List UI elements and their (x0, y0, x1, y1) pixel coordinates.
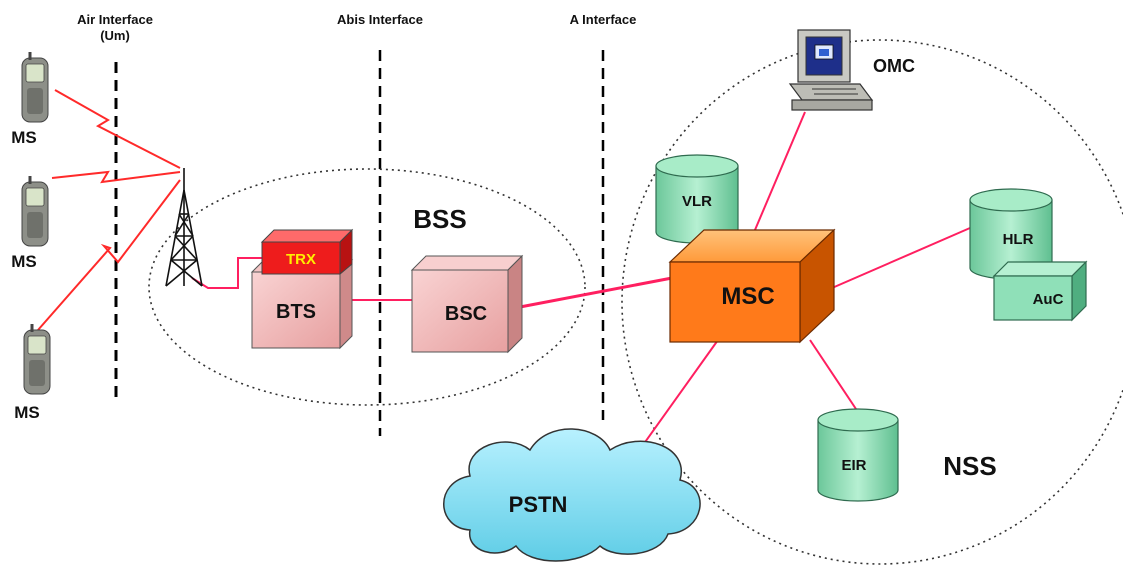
bsc-box (410, 254, 524, 354)
link-omc-msc (751, 111, 806, 238)
pstn-cloud (443, 428, 701, 562)
trx-box (260, 228, 354, 276)
abis-interface-label: Abis Interface (337, 12, 423, 27)
eir-label: EIR (841, 457, 866, 474)
msc-box (668, 228, 836, 344)
link-msc-eir (809, 339, 859, 413)
vlr-database (655, 154, 739, 244)
bss-region (148, 168, 586, 406)
ms-label-3: MS (14, 403, 40, 422)
network-links (191, 111, 971, 467)
ms-label-2: MS (11, 252, 37, 271)
link-antenna-bts (191, 257, 262, 289)
radio-links (37, 89, 181, 331)
nss-region (621, 39, 1123, 565)
radio-link-ms2 (51, 170, 181, 184)
air-interface-sublabel: (Um) (100, 28, 130, 43)
bss-label: BSS (413, 204, 466, 234)
eir-database (817, 408, 899, 502)
mobile-station-1 (21, 52, 49, 123)
hlr-label: HLR (1003, 231, 1034, 248)
msc-label: MSC (721, 283, 774, 310)
a-interface-label: A Interface (570, 12, 637, 27)
mobile-station-3 (23, 324, 51, 395)
ms-label-1: MS (11, 128, 37, 147)
air-interface-label: Air Interface (77, 12, 153, 27)
link-bsc-msc (519, 276, 673, 309)
pstn-label: PSTN (509, 492, 568, 517)
bts-label: BTS (276, 301, 316, 323)
radio-link-ms1 (54, 89, 181, 169)
trx-label: TRX (286, 251, 316, 268)
omc-computer-icon (788, 29, 874, 111)
nss-label: NSS (943, 451, 996, 481)
auc-label: AuC (1033, 291, 1064, 308)
vlr-label: VLR (682, 193, 712, 210)
link-msc-hlr (831, 227, 971, 289)
bsc-label: BSC (445, 303, 487, 325)
auc-box (992, 260, 1088, 322)
hlr-database (969, 188, 1053, 280)
omc-label: OMC (873, 56, 915, 76)
radio-link-ms3 (37, 179, 181, 331)
antenna-tower-icon (165, 168, 203, 287)
mobile-station-2 (21, 176, 49, 247)
